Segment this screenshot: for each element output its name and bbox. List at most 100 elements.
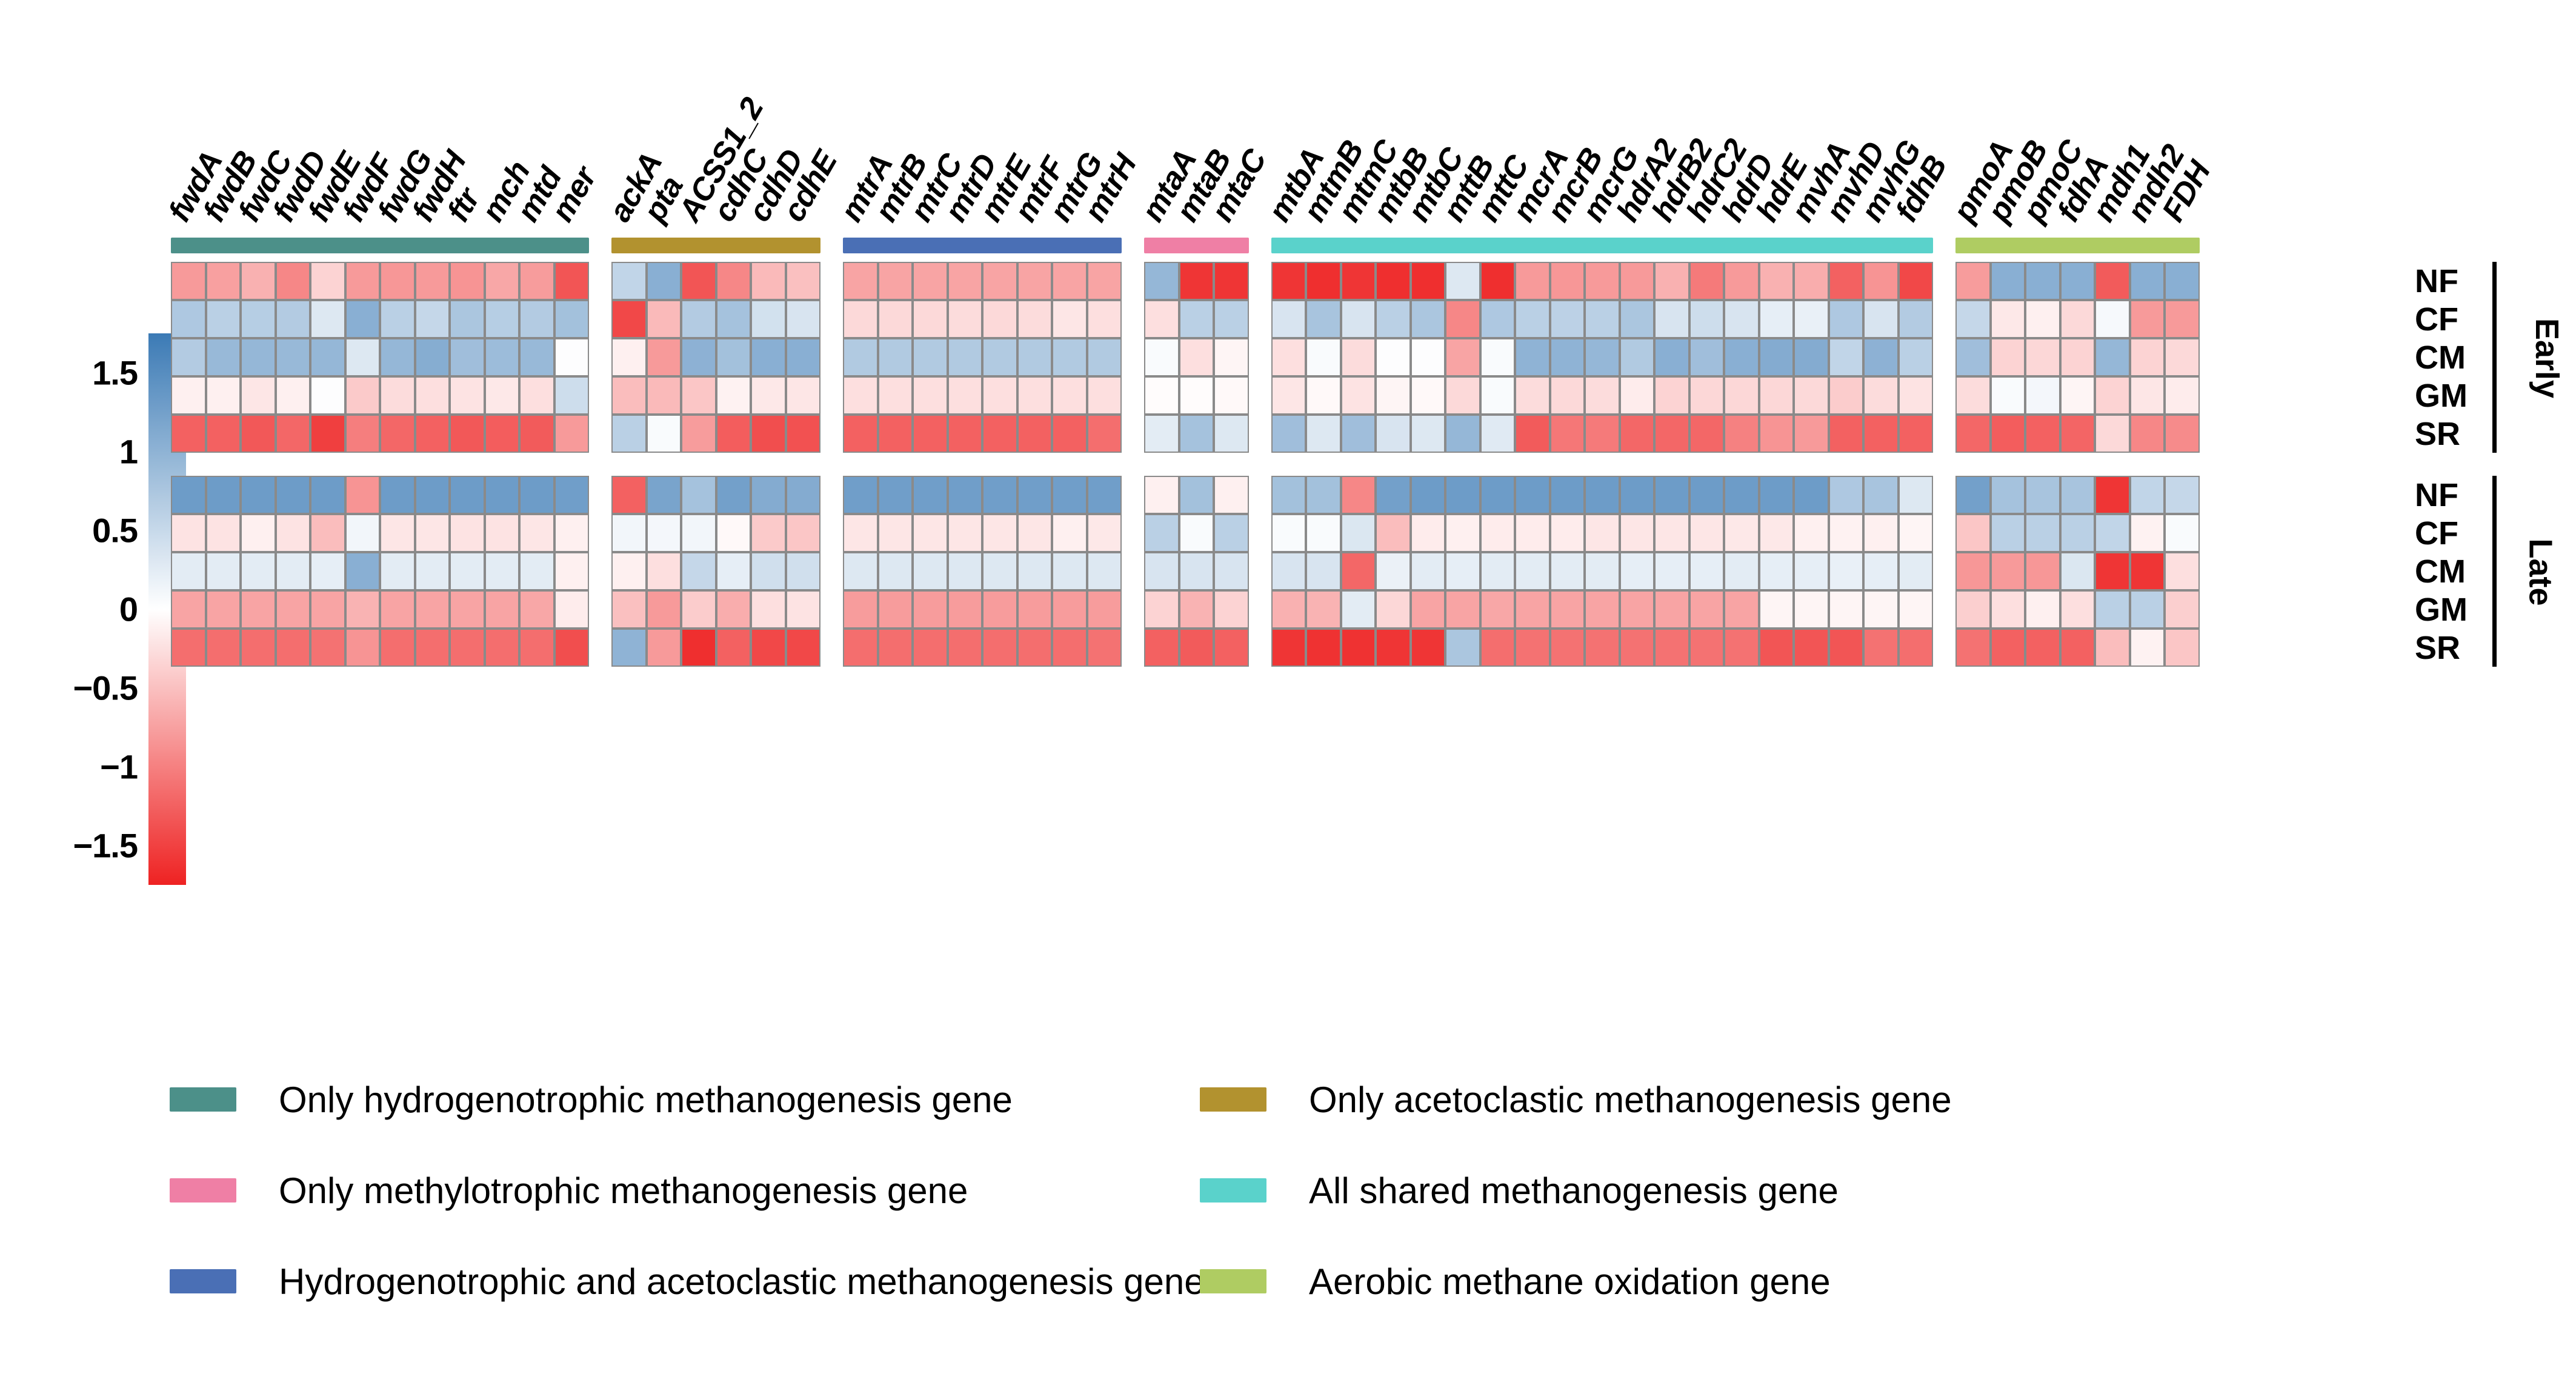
heatmap-cell xyxy=(1898,415,1933,453)
heatmap-cell xyxy=(1689,338,1724,376)
heatmap-cell xyxy=(1340,590,1376,629)
heatmap-cell xyxy=(1898,590,1933,629)
heatmap-cell xyxy=(205,476,241,514)
heatmap-cell xyxy=(2060,415,2095,453)
legend-label-3: All shared methanogenesis gene xyxy=(1309,1170,1839,1211)
heatmap-cell xyxy=(877,376,913,415)
heatmap-cell xyxy=(1724,376,1759,415)
heatmap-cell xyxy=(380,376,415,415)
heatmap-cell xyxy=(982,514,1017,552)
heatmap-cell xyxy=(1376,514,1411,552)
heatmap-cell xyxy=(1759,415,1794,453)
heatmap-cell xyxy=(450,300,485,338)
row-label-early-sr: SR xyxy=(2415,415,2461,452)
heatmap-cell xyxy=(1955,590,1991,629)
heatmap-cell xyxy=(1271,300,1306,338)
heatmap-cell xyxy=(2060,514,2095,552)
heatmap-cell xyxy=(1306,514,1341,552)
heatmap-cell xyxy=(1017,415,1052,453)
heatmap-cell xyxy=(1017,338,1052,376)
heatmap-cell xyxy=(1549,376,1585,415)
heatmap-cell xyxy=(519,376,554,415)
heatmap-cell xyxy=(1376,300,1411,338)
heatmap-cell xyxy=(611,476,647,514)
heatmap-cell xyxy=(681,590,716,629)
heatmap-cell xyxy=(1794,376,1829,415)
heatmap-cell xyxy=(1585,300,1620,338)
heatmap-cell xyxy=(171,590,206,629)
heatmap-cell xyxy=(205,300,241,338)
heatmap-cell xyxy=(1179,476,1214,514)
heatmap-cell xyxy=(1863,590,1899,629)
heatmap-cell xyxy=(1759,590,1794,629)
heatmap-cell xyxy=(2060,476,2095,514)
heatmap-cell xyxy=(2165,590,2200,629)
heatmap-cell xyxy=(414,514,450,552)
heatmap-cell xyxy=(1654,590,1689,629)
heatmap-cell xyxy=(646,514,681,552)
heatmap-cell xyxy=(716,262,751,300)
heatmap-cell xyxy=(2129,629,2165,667)
heatmap-cell xyxy=(414,338,450,376)
heatmap-cell xyxy=(345,629,380,667)
heatmap-cell xyxy=(947,338,982,376)
heatmap-cell xyxy=(1087,590,1122,629)
heatmap-cell xyxy=(1955,338,1991,376)
legend-item-4: Hydrogenotrophic and acetoclastic methan… xyxy=(170,1261,1205,1303)
heatmap-cell xyxy=(982,629,1017,667)
heatmap-cell xyxy=(171,629,206,667)
heatmap-cell xyxy=(554,476,589,514)
heatmap-cell xyxy=(310,514,345,552)
heatmap-cell xyxy=(1410,629,1445,667)
heatmap-cell xyxy=(450,514,485,552)
block-label-early: Early xyxy=(2529,318,2566,398)
heatmap-cell xyxy=(1724,262,1759,300)
heatmap-cell xyxy=(275,514,310,552)
heatmap-cell xyxy=(554,590,589,629)
heatmap-cell xyxy=(1863,629,1899,667)
heatmap-cell xyxy=(1214,514,1249,552)
heatmap-cell xyxy=(1179,590,1214,629)
row-label-early-cf: CF xyxy=(2415,301,2458,338)
heatmap-cell xyxy=(1863,476,1899,514)
heatmap-cell xyxy=(2095,476,2130,514)
heatmap-cell xyxy=(982,376,1017,415)
heatmap-cell xyxy=(241,415,276,453)
heatmap-cell xyxy=(1828,376,1863,415)
heatmap-cell xyxy=(1480,476,1515,514)
heatmap-grid-hydro-aceto-late xyxy=(843,476,1122,667)
heatmap-cell xyxy=(519,338,554,376)
heatmap-cell xyxy=(2165,476,2200,514)
heatmap-cell xyxy=(1585,415,1620,453)
heatmap-cell xyxy=(1179,376,1214,415)
heatmap-cell xyxy=(751,262,786,300)
heatmap-cell xyxy=(1794,629,1829,667)
heatmap-cell xyxy=(1087,629,1122,667)
heatmap-cell xyxy=(1619,552,1654,590)
colorbar-tick-2: 0.5 xyxy=(92,511,138,550)
heatmap-cell xyxy=(1214,300,1249,338)
heatmap-cell xyxy=(877,590,913,629)
heatmap-cell xyxy=(1306,376,1341,415)
heatmap-cell xyxy=(785,629,820,667)
heatmap-cell xyxy=(2060,338,2095,376)
heatmap-cell xyxy=(2095,415,2130,453)
heatmap-cell xyxy=(380,338,415,376)
heatmap-cell xyxy=(646,262,681,300)
heatmap-cell xyxy=(310,376,345,415)
heatmap-cell xyxy=(1990,376,2025,415)
heatmap-cell xyxy=(1515,300,1550,338)
heatmap-cell xyxy=(2129,376,2165,415)
category-bar-acetoclastic xyxy=(611,238,820,253)
heatmap-cell xyxy=(1410,590,1445,629)
heatmap-cell xyxy=(947,629,982,667)
heatmap-cell xyxy=(1759,300,1794,338)
heatmap-cell xyxy=(843,415,878,453)
heatmap-cell xyxy=(2060,262,2095,300)
heatmap-cell xyxy=(1619,338,1654,376)
heatmap-cell xyxy=(1828,514,1863,552)
heatmap-cell xyxy=(751,476,786,514)
heatmap-cell xyxy=(1724,590,1759,629)
heatmap-cell xyxy=(345,590,380,629)
heatmap-cell xyxy=(1515,262,1550,300)
